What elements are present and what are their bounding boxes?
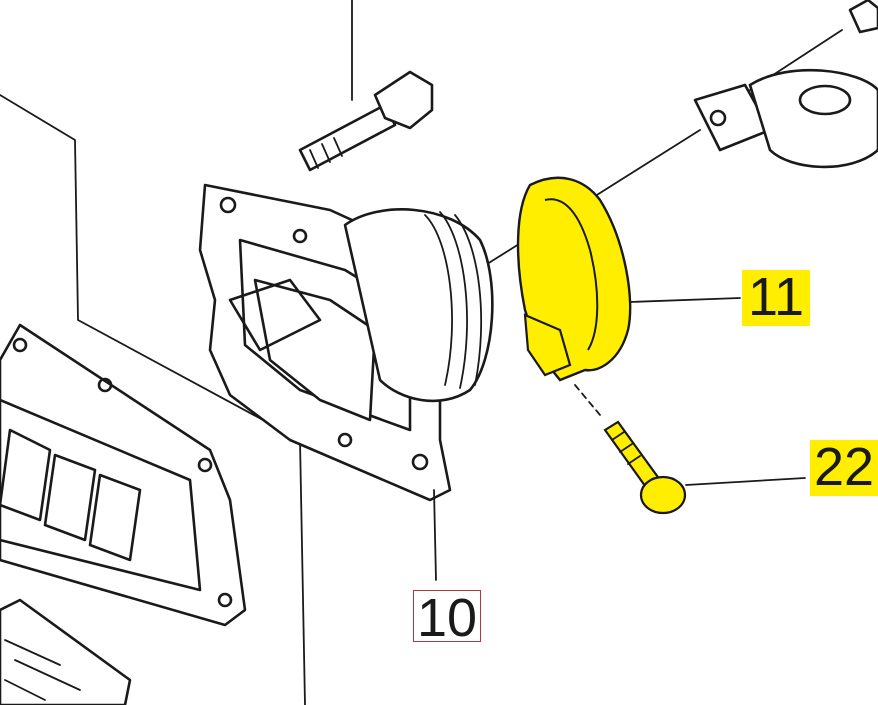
band-clamp-part	[516, 176, 741, 416]
bolt-part	[298, 70, 434, 172]
intake-boot	[343, 208, 494, 403]
part-11-leader	[629, 297, 741, 303]
bracket-bore	[798, 84, 852, 116]
bolt-threads	[309, 137, 343, 169]
reed-hole-3	[197, 457, 213, 473]
flange-throat-inner	[228, 278, 322, 352]
part-10-leader	[433, 489, 437, 581]
bracket-part	[693, 0, 878, 169]
screw-axis-line	[574, 384, 601, 416]
flange-part	[198, 183, 494, 581]
screw-part	[603, 420, 806, 515]
reed-valve-body	[0, 323, 247, 627]
gasket-plate	[0, 598, 132, 705]
clamp-latch	[523, 313, 572, 377]
flange-hole-4	[337, 432, 353, 448]
bolt-head	[373, 70, 434, 130]
flange-hole-5	[411, 453, 429, 471]
band-clamp-inner	[544, 198, 599, 351]
reed-valve-inner	[0, 398, 202, 592]
callout-10: 10	[413, 590, 481, 645]
boot-ribs	[424, 211, 482, 389]
reed-petal-2	[43, 453, 97, 542]
flange-inner-rim	[238, 238, 412, 432]
callout-22: 22	[810, 440, 878, 496]
screw-head	[639, 475, 687, 515]
reed-hole-2	[97, 377, 113, 393]
callout-11: 11	[742, 270, 810, 326]
bolt-shank	[298, 103, 397, 172]
part-22-leader	[685, 477, 806, 486]
gasket-marks	[4, 639, 81, 701]
upper-rod-end	[848, 0, 878, 34]
flange-hole-1	[219, 196, 237, 214]
flange-throat	[253, 278, 377, 422]
reed-petal-3	[88, 473, 142, 562]
reed-petal-1	[0, 428, 52, 522]
flange-hole-2	[292, 228, 308, 244]
reed-hole-4	[217, 592, 233, 608]
reed-valve-part	[0, 323, 247, 705]
bracket-hole	[709, 109, 727, 127]
screw-threads	[611, 431, 641, 465]
frame-line-left	[0, 94, 306, 705]
reed-hole-1	[12, 337, 28, 353]
bracket-body	[748, 68, 878, 169]
